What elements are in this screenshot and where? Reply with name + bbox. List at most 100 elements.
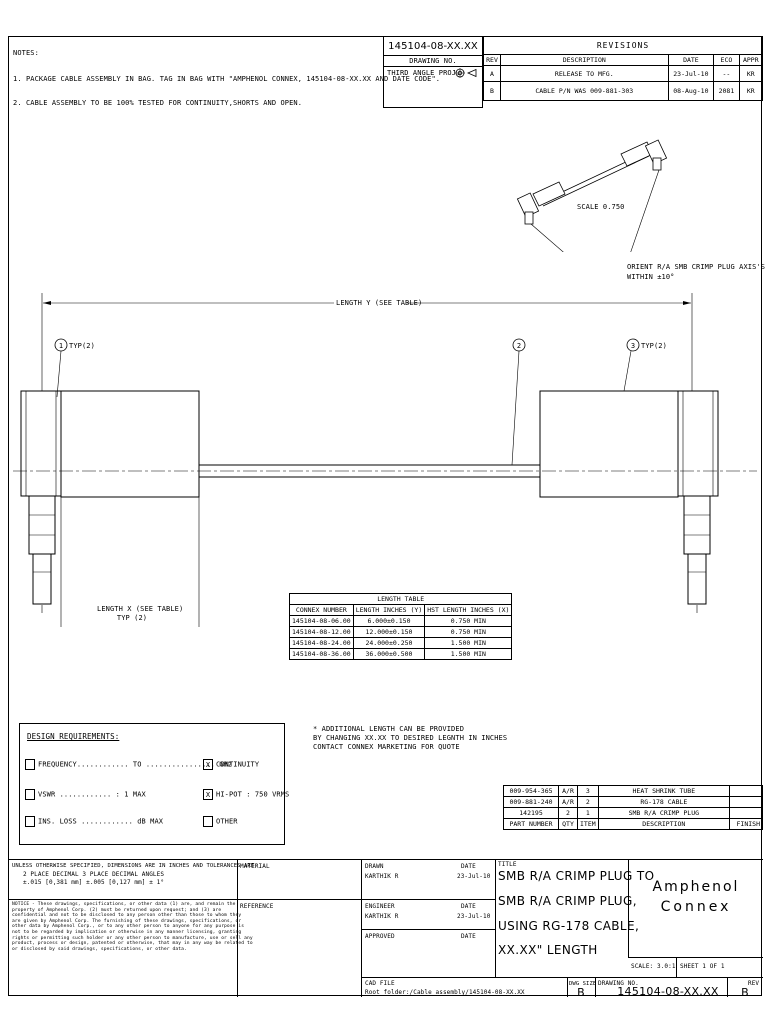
note-2: 2. CABLE ASSEMBLY TO BE 100% TESTED FOR …	[13, 99, 303, 107]
bom-cell: HEAT SHRINK TUBE	[597, 785, 731, 797]
length-cell: 0.750 MIN	[424, 626, 513, 638]
notice-line: are given by Amphenol Corp. The furnishi…	[12, 918, 242, 924]
title-line: USING RG-178 CABLE,	[498, 919, 640, 933]
design-requirements-box	[19, 723, 285, 845]
bom-cell: 009-881-240	[503, 796, 559, 808]
date-label: DATE	[461, 933, 476, 940]
bom-header: PART NUMBER	[503, 818, 559, 830]
bom-cell: 2	[558, 807, 578, 819]
header-divider	[383, 55, 483, 56]
date-label: DATE	[461, 863, 476, 870]
rev-cell: 08-Aug-10	[667, 81, 715, 101]
rev-cell: KR	[738, 81, 764, 101]
rev-cell: 2081	[713, 81, 740, 101]
rev-cell: RELEASE TO MFG.	[500, 65, 669, 82]
drawn-label: DRAWN	[365, 863, 384, 870]
balloon-1: 1	[58, 342, 64, 350]
drawn-by: KARTHIK R	[365, 873, 399, 880]
length-cell: 24.000±0.250	[352, 637, 426, 649]
length-table-title: LENGTH TABLE	[288, 593, 513, 605]
dwg-size-label: DWG SIZE	[569, 981, 597, 987]
design-requirements-heading: DESIGN REQUIREMENTS:	[27, 732, 120, 741]
bom-cell: 2	[577, 796, 599, 808]
notice-line: rights or permitting such holder or any …	[12, 935, 253, 941]
drawing-no-value: 145104-08-XX.XX	[617, 985, 719, 998]
vswr-checkbox[interactable]	[25, 789, 35, 800]
length-cell: 6.000±0.150	[352, 615, 426, 627]
tolerance-line-3: ±.015 [0,381 mm] ±.005 [0,127 mm] ± 1°	[23, 879, 165, 886]
rev-cell: CABLE P/N WAS 009-881-303	[500, 81, 669, 101]
bom-header: QTY	[558, 818, 578, 830]
length-x-label: LENGTH X (SEE TABLE)	[97, 605, 184, 613]
bom-cell: A/R	[558, 796, 578, 808]
bom-header: FINISH	[729, 818, 763, 830]
title-block-divider	[361, 929, 495, 930]
bom-header: ITEM	[577, 818, 599, 830]
cable-isometric-view	[516, 139, 668, 252]
rev-value: B	[741, 986, 749, 999]
balloon-2: 2	[516, 342, 522, 350]
vswr-requirement: VSWR ............ : 1 MAX	[25, 789, 146, 800]
length-cell: 1.500 MIN	[424, 637, 513, 649]
notice-line: other data by Amphenol Corp., or to any …	[12, 924, 245, 930]
other-checkbox[interactable]	[203, 816, 213, 827]
title-block-divider	[628, 859, 629, 957]
title-block-divider	[237, 899, 361, 900]
title-block-divider	[628, 957, 763, 958]
rev-cell: 23-Jul-10	[667, 65, 715, 82]
bom-cell: 1	[577, 807, 599, 819]
length-cell: 145104-08-36.00	[289, 648, 354, 660]
revisions-table: REVISIONS REV DESCRIPTION DATE ECO APPR …	[483, 36, 764, 101]
title-line: XX.XX" LENGTH	[498, 943, 598, 957]
title-block-divider	[727, 977, 728, 997]
rev-cell: B	[483, 81, 501, 101]
notes-heading: NOTES:	[13, 49, 39, 57]
rev-cell: --	[713, 65, 740, 82]
length-cell: 12.000±0.150	[352, 626, 426, 638]
notice-line: confidential and not to be disclosed to …	[12, 913, 242, 919]
length-table-header: HST LENGTH INCHES (X)	[424, 604, 513, 616]
drawn-date: 23-Jul-10	[457, 873, 491, 880]
engineer-label: ENGINEER	[365, 903, 395, 910]
third-angle-projection-icon	[455, 68, 477, 78]
header-divider	[383, 66, 483, 67]
rev-header: DESCRIPTION	[500, 54, 669, 66]
orient-note: ORIENT R/A SMB CRIMP PLUG AXIS'S	[627, 263, 766, 271]
date-label: DATE	[461, 903, 476, 910]
bom-cell	[729, 796, 763, 808]
rev-header: APPR	[738, 54, 764, 66]
rev-cell: KR	[738, 65, 764, 82]
drawing-number-box	[383, 36, 483, 108]
cad-file-label: CAD FILE	[365, 980, 395, 987]
title-block-divider	[595, 977, 596, 997]
additional-note-3: CONTACT CONNEX MARKETING FOR QUOTE	[313, 743, 460, 751]
length-table-header: CONNEX NUMBER	[289, 604, 354, 616]
title-block-divider	[495, 859, 496, 977]
additional-note-2: BY CHANGING XX.XX TO DESIRED LEGNTH IN I…	[313, 734, 508, 742]
ins-loss-requirement: INS. LOSS ............ dB MAX	[25, 816, 163, 827]
continuity-label: CONTINUITY	[216, 760, 260, 769]
notice-line: not to be regarded by implication or oth…	[12, 930, 242, 935]
bom-cell	[729, 785, 763, 797]
tolerance-line-1: UNLESS OTHERWISE SPECIFIED, DIMENSIONS A…	[12, 863, 258, 869]
projection-label: THIRD ANGLE PROJ.	[387, 69, 461, 77]
continuity-checkbox[interactable]: X	[203, 759, 213, 770]
scale-value: SCALE: 3.0:1	[631, 963, 676, 970]
title-block-divider	[9, 899, 237, 900]
notice-line: or disclosed by said drawings, specifica…	[12, 946, 187, 952]
balloon-3: 3	[630, 342, 636, 350]
rev-header: DATE	[667, 54, 715, 66]
header-drawing-no-label: DRAWING NO.	[409, 57, 457, 65]
title-block-divider	[361, 899, 495, 900]
length-x-typ: TYP (2)	[116, 614, 148, 622]
rev-label: REV	[748, 980, 760, 987]
rev-cell: A	[483, 65, 501, 82]
hipot-checkbox[interactable]: X	[203, 789, 213, 800]
ins-loss-checkbox[interactable]	[25, 816, 35, 827]
frequency-checkbox[interactable]	[25, 759, 35, 770]
typ-right: TYP(2)	[641, 342, 667, 350]
typ-left: TYP(2)	[69, 342, 95, 350]
title-line: SMB R/A CRIMP PLUG TO	[498, 869, 655, 883]
